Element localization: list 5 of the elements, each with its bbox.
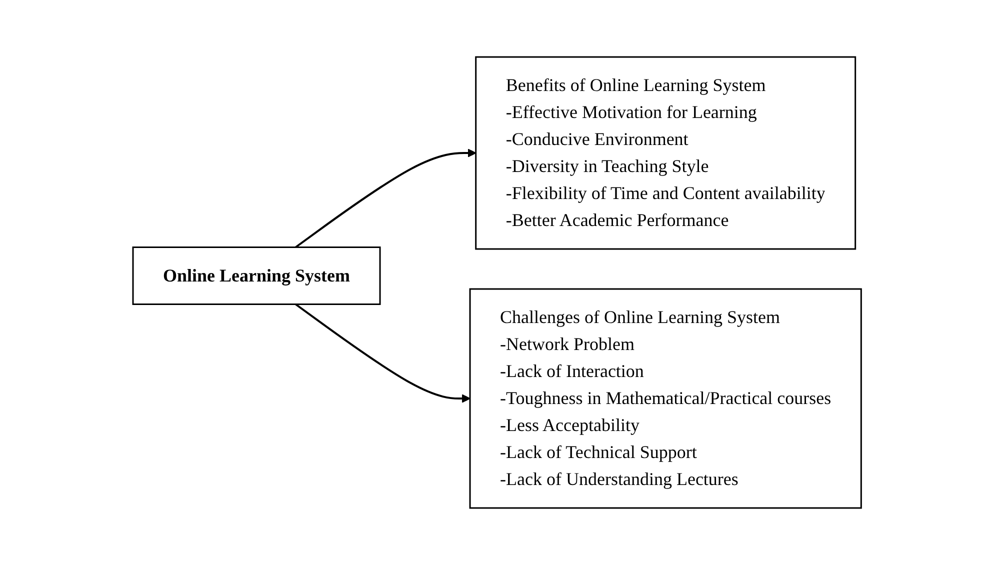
node-box: Benefits of Online Learning System -Effective Motivation for Learning -Conducive Environment -Diversity in Teaching Style -Flexibility of Time and Content availability -Better Academic Performance [476,56,856,250]
node-box: Challenges of Online Learning System -Network Problem -Lack of Interaction -Toughness in Mathematical/Practical courses -Less Acceptability -Lack of Technical Support -Lack of Understanding Lectures [470,288,862,508]
node-box: Online Learning System [132,246,382,304]
arrow [295,302,471,402]
arrow [295,148,477,248]
